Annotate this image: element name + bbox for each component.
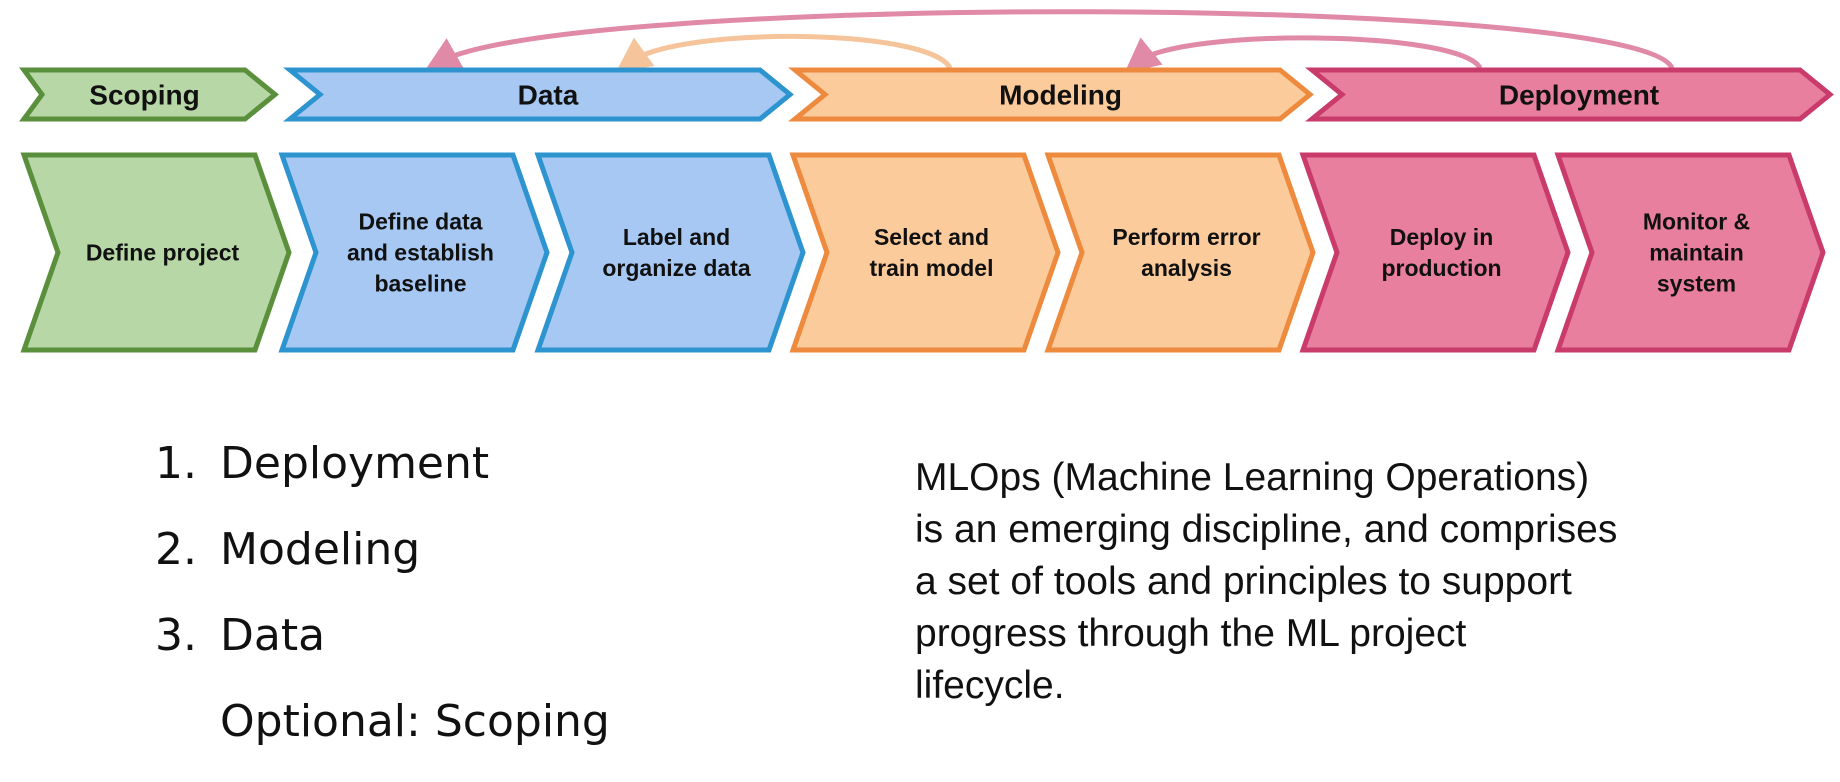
ranked-item-2: 2.Modeling [155, 524, 421, 575]
step-4-label-line: Select and [874, 224, 989, 250]
phase-modeling-label: Modeling [999, 80, 1122, 111]
step-5-chevron [1044, 152, 1316, 353]
step-7-chevron [1554, 152, 1826, 353]
step-2-label-line: and establish [347, 240, 494, 266]
step-3-label-line: organize data [602, 255, 750, 281]
step-1-chevron [20, 152, 292, 353]
step-6: Deploy in production [1299, 152, 1571, 353]
step-7-label-line: Monitor & [1643, 209, 1750, 235]
ranked-list: 1.Deployment 2.Modeling 3.Data Optional:… [155, 438, 610, 782]
phase-deployment-label: Deployment [1499, 80, 1659, 111]
optional-item: Optional: Scoping [220, 696, 610, 747]
step-4-label-line: train model [870, 255, 994, 281]
step-3-chevron [534, 152, 806, 353]
mlops-description: MLOps (Machine Learning Operations) is a… [915, 456, 1618, 707]
arrow-deployment-to-data [424, 9, 1675, 71]
phase-scoping-chevron [19, 67, 279, 122]
step-5-label-line: analysis [1141, 255, 1232, 281]
phase-modeling: Modeling [787, 67, 1314, 122]
step-4-chevron [789, 152, 1061, 353]
phase-bar: Scoping Data Modeling Deployment [19, 67, 1834, 122]
step-5: Perform error analysis [1044, 152, 1316, 353]
step-7: Monitor & maintain system [1554, 152, 1826, 353]
phase-modeling-chevron [787, 67, 1314, 122]
ranked-item-1: 1.Deployment [155, 438, 490, 489]
step-5-label-line: Perform error [1112, 224, 1260, 250]
phase-data-label: Data [518, 80, 579, 111]
arrow-modeling-to-data [615, 33, 953, 73]
phase-scoping-label: Scoping [89, 80, 199, 111]
step-7-label-line: maintain [1649, 240, 1744, 266]
step-3: Label and organize data [534, 152, 806, 353]
step-6-label-line: production [1381, 255, 1501, 281]
phase-deployment-chevron [1304, 67, 1834, 122]
step-7-label-line: system [1657, 271, 1736, 297]
phase-scoping: Scoping [19, 67, 279, 122]
step-3-label-line: Label and [623, 224, 730, 250]
phase-data: Data [282, 67, 794, 122]
step-row: Define project Define data and establish ba… [20, 152, 1826, 353]
step-4: Select and train model [789, 152, 1061, 353]
ranked-item-3: 3.Data [155, 610, 326, 661]
step-2-label-line: baseline [374, 271, 466, 297]
step-6-label-line: Deploy in [1390, 224, 1494, 250]
step-6-chevron [1299, 152, 1571, 353]
feedback-arrows [424, 9, 1675, 73]
step-1-label-line: Define project [86, 240, 240, 266]
ml-lifecycle-diagram: Scoping Data Modeling Deployment Define pro… [19, 9, 1834, 353]
step-2-label-line: Define data [359, 209, 483, 235]
step-2-chevron [278, 152, 550, 353]
arrow-deployment-to-modeling [1124, 35, 1483, 73]
phase-deployment: Deployment [1304, 67, 1834, 122]
step-2: Define data and establish baseline [278, 152, 550, 353]
mlops-lifecycle-slide: Scoping Data Modeling Deployment Define pro… [19, 9, 1834, 747]
step-1: Define project [20, 152, 292, 353]
phase-data-chevron [282, 67, 794, 122]
